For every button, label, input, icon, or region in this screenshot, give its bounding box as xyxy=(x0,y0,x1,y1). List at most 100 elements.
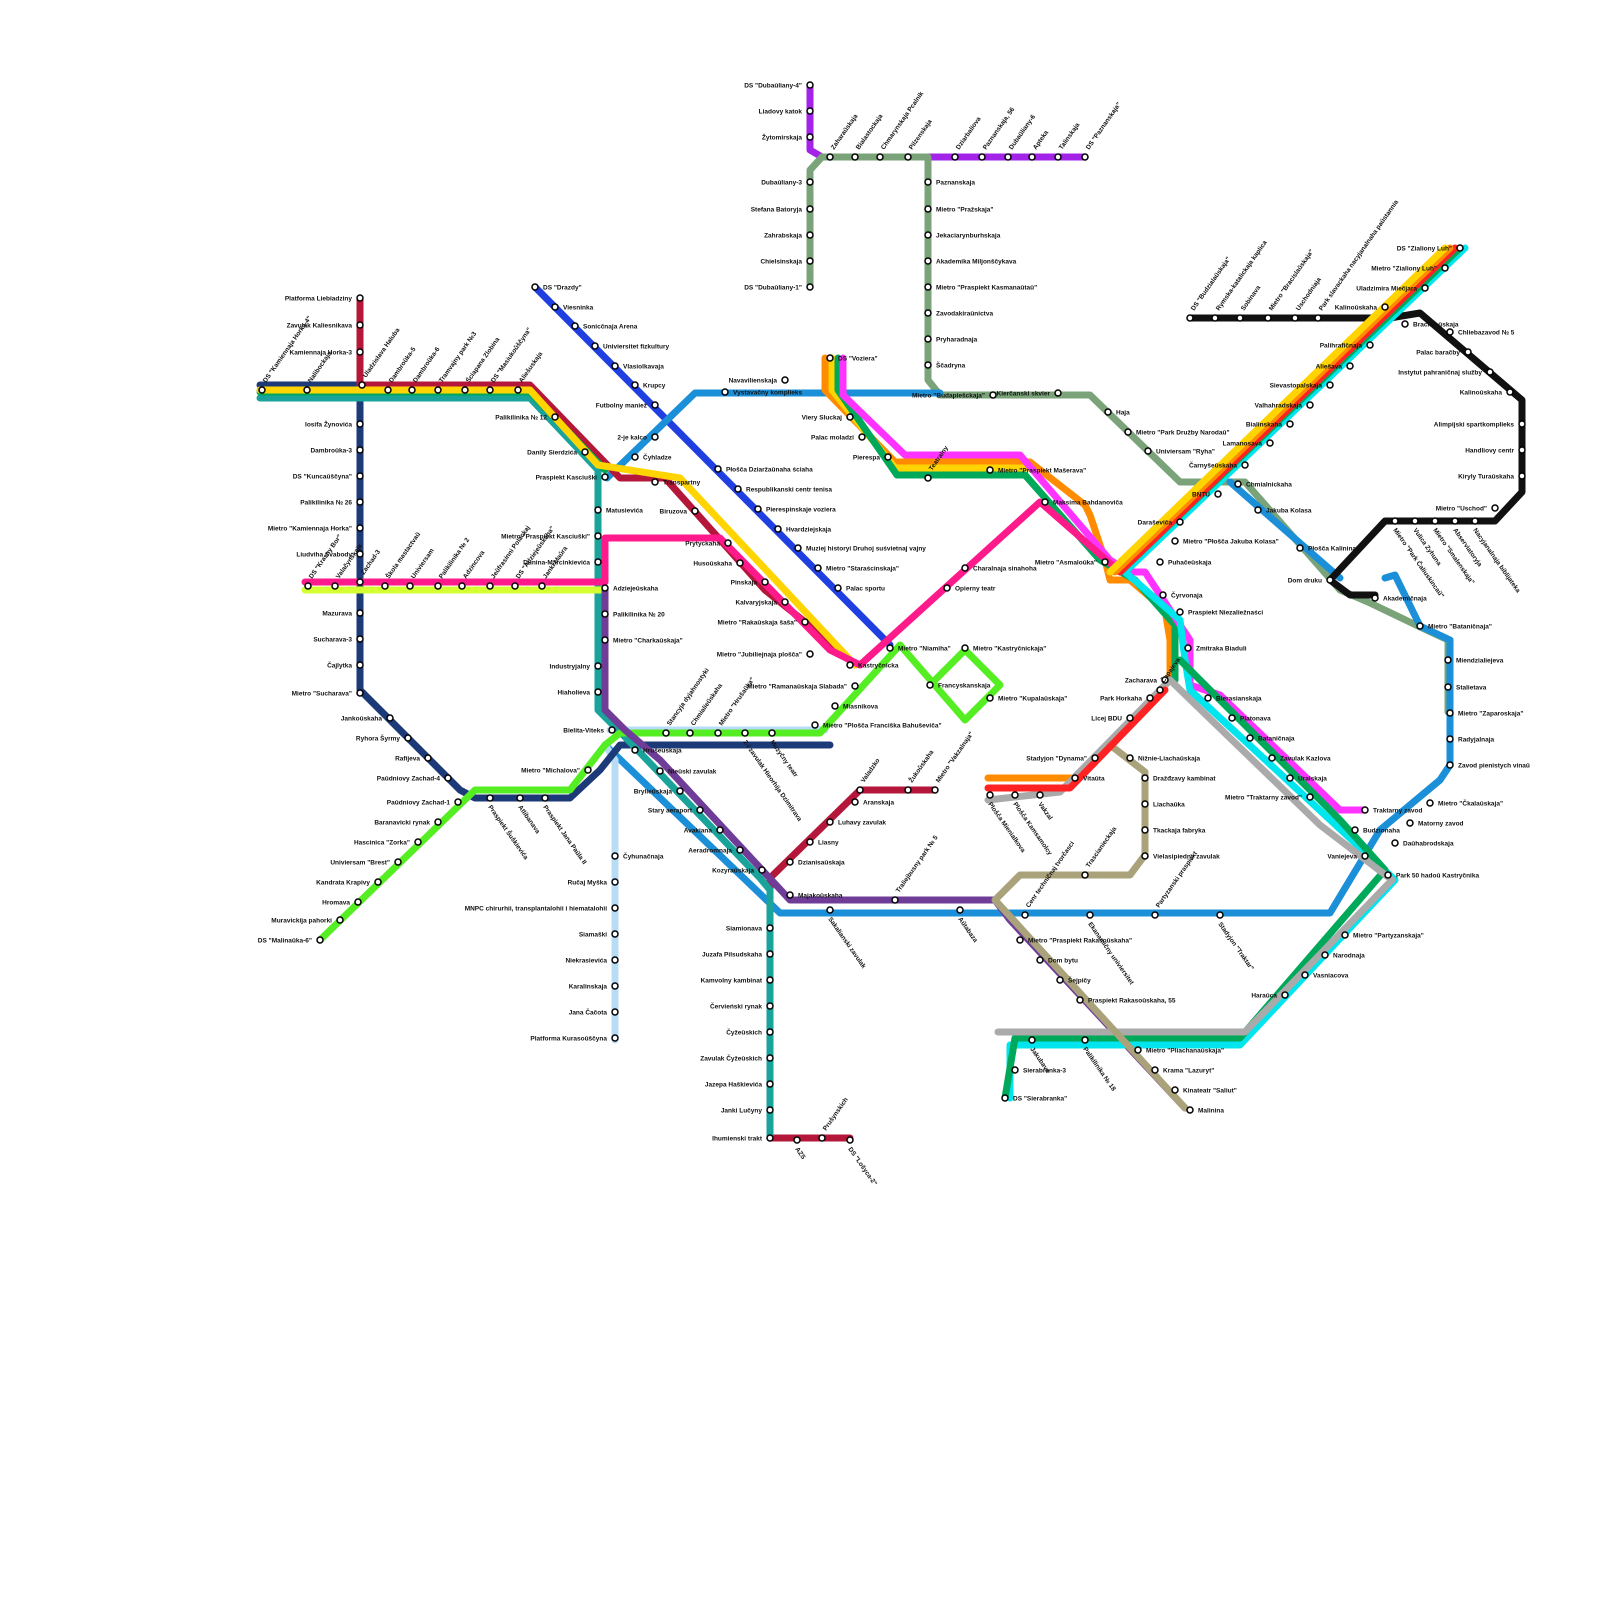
station-marker[interactable] xyxy=(1306,793,1314,801)
station-marker[interactable] xyxy=(766,924,774,932)
station-marker[interactable] xyxy=(834,584,842,592)
station-marker[interactable] xyxy=(454,798,462,806)
station-marker[interactable] xyxy=(656,767,664,775)
station-marker[interactable] xyxy=(1286,774,1294,782)
station-marker[interactable] xyxy=(1391,839,1399,847)
station-marker[interactable] xyxy=(1081,871,1089,879)
station-marker[interactable] xyxy=(956,906,964,914)
station-marker[interactable] xyxy=(926,681,934,689)
station-marker[interactable] xyxy=(846,413,854,421)
station-marker[interactable] xyxy=(806,107,814,115)
station-marker[interactable] xyxy=(384,386,392,394)
station-marker[interactable] xyxy=(766,950,774,958)
station-marker[interactable] xyxy=(924,335,932,343)
station-marker[interactable] xyxy=(356,446,364,454)
station-marker[interactable] xyxy=(651,401,659,409)
station-marker[interactable] xyxy=(793,1136,801,1144)
station-marker[interactable] xyxy=(356,294,364,302)
station-marker[interactable] xyxy=(386,714,394,722)
station-marker[interactable] xyxy=(1159,591,1167,599)
station-marker[interactable] xyxy=(721,388,729,396)
station-marker[interactable] xyxy=(1291,314,1299,322)
station-marker[interactable] xyxy=(414,838,422,846)
station-marker[interactable] xyxy=(886,644,894,652)
station-marker[interactable] xyxy=(1506,388,1514,396)
station-marker[interactable] xyxy=(461,386,469,394)
station-marker[interactable] xyxy=(611,904,619,912)
station-marker[interactable] xyxy=(1406,819,1414,827)
station-marker[interactable] xyxy=(851,798,859,806)
station-marker[interactable] xyxy=(511,582,519,590)
station-marker[interactable] xyxy=(1431,517,1439,525)
station-marker[interactable] xyxy=(1346,362,1354,370)
station-marker[interactable] xyxy=(978,153,986,161)
station-marker[interactable] xyxy=(611,1034,619,1042)
station-marker[interactable] xyxy=(1444,683,1452,691)
station-marker[interactable] xyxy=(1186,314,1194,322)
station-marker[interactable] xyxy=(1146,694,1154,702)
station-marker[interactable] xyxy=(581,448,589,456)
station-marker[interactable] xyxy=(1101,558,1109,566)
station-marker[interactable] xyxy=(1228,714,1236,722)
station-marker[interactable] xyxy=(1124,428,1132,436)
station-marker[interactable] xyxy=(1306,401,1314,409)
station-marker[interactable] xyxy=(806,838,814,846)
station-marker[interactable] xyxy=(1264,314,1272,322)
station-marker[interactable] xyxy=(924,361,932,369)
station-marker[interactable] xyxy=(1171,1086,1179,1094)
station-marker[interactable] xyxy=(1314,314,1322,322)
station-marker[interactable] xyxy=(356,689,364,697)
station-marker[interactable] xyxy=(1161,676,1169,684)
station-marker[interactable] xyxy=(1214,490,1222,498)
station-marker[interactable] xyxy=(781,376,789,384)
station-marker[interactable] xyxy=(1281,991,1289,999)
station-marker[interactable] xyxy=(761,578,769,586)
station-marker[interactable] xyxy=(356,472,364,480)
station-marker[interactable] xyxy=(444,774,452,782)
station-marker[interactable] xyxy=(1081,153,1089,161)
station-marker[interactable] xyxy=(766,1028,774,1036)
station-marker[interactable] xyxy=(631,746,639,754)
station-marker[interactable] xyxy=(766,1080,774,1088)
station-marker[interactable] xyxy=(1176,608,1184,616)
station-marker[interactable] xyxy=(1041,498,1049,506)
station-marker[interactable] xyxy=(1411,517,1419,525)
station-marker[interactable] xyxy=(1016,936,1024,944)
station-marker[interactable] xyxy=(1081,1036,1089,1044)
station-marker[interactable] xyxy=(1351,826,1359,834)
station-marker[interactable] xyxy=(1021,911,1029,919)
station-marker[interactable] xyxy=(1036,791,1044,799)
station-marker[interactable] xyxy=(1184,644,1192,652)
station-marker[interactable] xyxy=(1326,576,1334,584)
station-marker[interactable] xyxy=(1004,153,1012,161)
station-marker[interactable] xyxy=(1441,264,1449,272)
station-marker[interactable] xyxy=(551,303,559,311)
station-marker[interactable] xyxy=(1446,328,1454,336)
station-marker[interactable] xyxy=(354,898,362,906)
station-marker[interactable] xyxy=(986,791,994,799)
station-marker[interactable] xyxy=(1381,303,1389,311)
station-marker[interactable] xyxy=(1321,951,1329,959)
station-marker[interactable] xyxy=(304,582,312,590)
station-marker[interactable] xyxy=(1491,504,1499,512)
station-marker[interactable] xyxy=(891,896,899,904)
station-marker[interactable] xyxy=(1126,714,1134,722)
station-marker[interactable] xyxy=(806,231,814,239)
station-marker[interactable] xyxy=(1451,517,1459,525)
station-marker[interactable] xyxy=(826,818,834,826)
station-marker[interactable] xyxy=(1246,734,1254,742)
station-marker[interactable] xyxy=(1518,420,1526,428)
station-marker[interactable] xyxy=(1001,1094,1009,1102)
station-marker[interactable] xyxy=(924,178,932,186)
station-marker[interactable] xyxy=(716,826,724,834)
station-marker[interactable] xyxy=(851,682,859,690)
station-marker[interactable] xyxy=(662,729,670,737)
station-marker[interactable] xyxy=(1296,544,1304,552)
station-marker[interactable] xyxy=(904,786,912,794)
station-marker[interactable] xyxy=(1266,439,1274,447)
station-marker[interactable] xyxy=(876,153,884,161)
station-marker[interactable] xyxy=(356,578,364,586)
station-marker[interactable] xyxy=(1384,871,1392,879)
station-marker[interactable] xyxy=(611,878,619,886)
station-marker[interactable] xyxy=(1186,1106,1194,1114)
